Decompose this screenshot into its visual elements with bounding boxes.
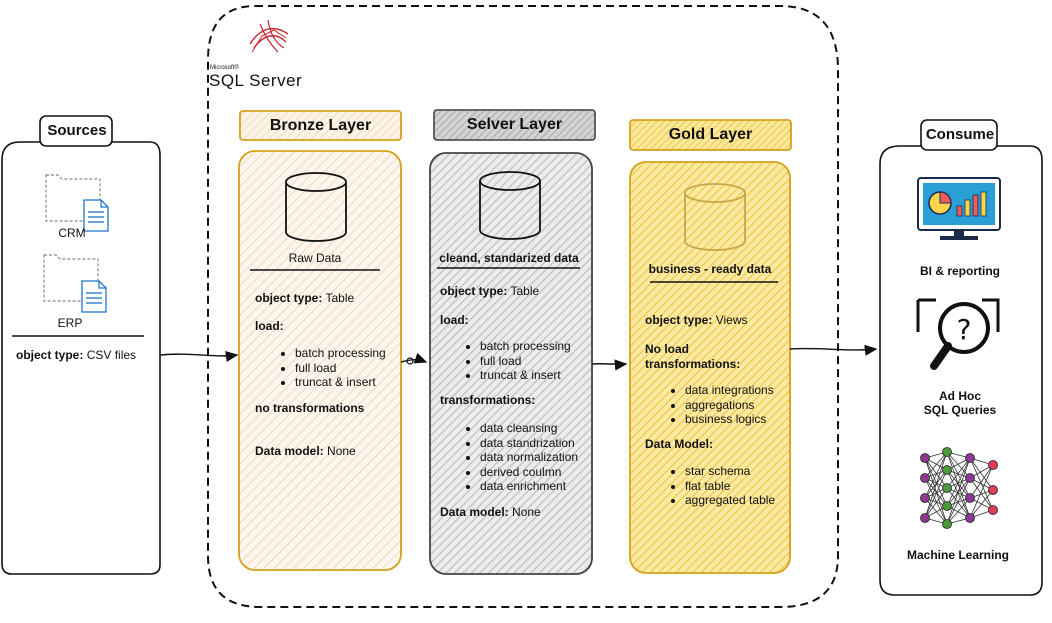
gold-data-label: business - ready data [648, 262, 772, 276]
list-item: truncat & insert [480, 368, 571, 383]
bronze-data-label: Raw Data [288, 251, 342, 265]
consume-adhoc-label-line1: Ad Hoc [939, 389, 981, 403]
silver-transformations-list: data cleansing data standrization data n… [440, 421, 578, 494]
silver-database-icon [479, 171, 541, 240]
sources-title: Sources [47, 122, 107, 139]
silver-layer-title: Selver Layer [466, 116, 563, 133]
bronze-data-model: Data model: None [255, 444, 356, 458]
question-magnifier-icon: ? [916, 298, 1000, 370]
gold-transformations-label: transformations: [645, 357, 741, 371]
silver-title-box [433, 109, 596, 141]
svg-text:?: ? [957, 313, 972, 346]
list-item: aggregated table [685, 493, 775, 508]
gold-object-type: object type: Views [645, 313, 748, 327]
consume-box [879, 145, 1043, 596]
gold-transformations-list: data integrations aggregations business … [645, 383, 774, 427]
sources-object-type: object type: CSV files [16, 348, 137, 362]
erp-folder-file-icon [43, 254, 107, 313]
bronze-load-list: batch processing full load truncat & ins… [255, 346, 386, 390]
list-item: full load [480, 354, 571, 369]
bronze-object-type: object type: Table [255, 291, 355, 305]
list-item: full load [295, 361, 386, 376]
gold-layer-title: Gold Layer [668, 126, 753, 143]
sources-box [1, 141, 161, 575]
list-item: data standrization [480, 436, 578, 451]
sql-server-container [207, 5, 839, 608]
gold-layer-box [629, 161, 791, 574]
bronze-transformations-label: no transformations [255, 401, 365, 415]
bi-dashboard-icon [917, 177, 1001, 240]
list-item: data normalization [480, 450, 578, 465]
flow-arrows [159, 344, 878, 371]
list-item: data enrichment [480, 479, 578, 494]
silver-transformations-label: transformations: [440, 393, 536, 407]
bronze-layer-title: Bronze Layer [269, 117, 372, 134]
gold-load-label: No load [645, 342, 689, 356]
crm-folder-file-icon [45, 174, 109, 232]
list-item: star schema [685, 464, 775, 479]
consume-title-box [920, 119, 998, 151]
consume-title: Consume [925, 126, 995, 143]
list-item: data integrations [685, 383, 774, 398]
source-erp-label: ERP [57, 316, 83, 330]
consume-adhoc-label-line2: SQL Queries [923, 403, 997, 417]
list-item: derived coulmn [480, 465, 578, 480]
silver-data-label: cleand, standarized data [439, 251, 579, 265]
silver-data-model: Data model: None [440, 505, 541, 519]
consume-ml-label: Machine Learning [906, 548, 1010, 562]
silver-object-type: object type: Table [440, 284, 540, 298]
list-item: batch processing [480, 339, 571, 354]
list-item: truncat & insert [295, 375, 386, 390]
gold-database-icon [684, 183, 746, 251]
bronze-layer-box [238, 150, 402, 571]
silver-load-list: batch processing full load truncat & ins… [440, 339, 571, 383]
gold-title-box [629, 119, 792, 151]
bronze-title-box [239, 110, 402, 141]
source-crm-label: CRM [58, 226, 86, 240]
bronze-load-label: load: [255, 319, 284, 333]
list-item: data cleansing [480, 421, 578, 436]
logo-big-text: SQL Server [209, 71, 303, 90]
sources-title-box [39, 115, 113, 147]
neural-network-icon [920, 447, 998, 529]
gold-data-model-list: star schema flat table aggregated table [645, 464, 775, 508]
sql-server-logo-icon [249, 19, 289, 53]
logo-small-text: Microsoft® [210, 65, 239, 71]
list-item: aggregations [685, 398, 774, 413]
list-item: flat table [685, 479, 775, 494]
silver-load-label: load: [440, 313, 469, 327]
bronze-database-icon [285, 172, 347, 242]
list-item: business logics [685, 412, 774, 427]
list-item: batch processing [295, 346, 386, 361]
gold-data-model-label: Data Model: [645, 437, 714, 451]
consume-bi-label: BI & reporting [920, 264, 1000, 278]
